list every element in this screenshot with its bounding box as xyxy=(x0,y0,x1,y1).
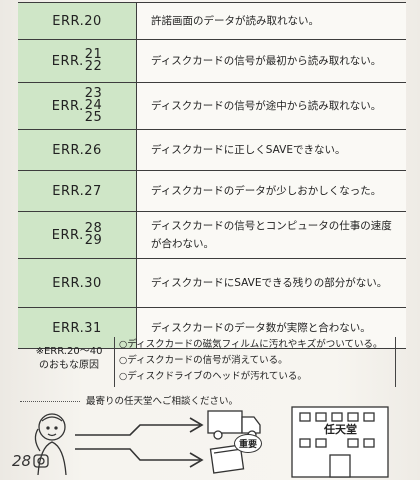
error-description-cell: ディスクカードにSAVEできる残りの部分がない。 xyxy=(137,259,406,307)
error-description: ディスクカードの信号が途中から読み取れない。 xyxy=(151,100,382,112)
error-code-number: 29 xyxy=(84,233,103,248)
error-description-cell: ディスクカードの信号とコンピュータの仕事の速度が合わない。 xyxy=(137,212,406,258)
error-code-cell: ERR. 23 24 25 xyxy=(18,83,137,129)
error-code-cell: ERR.31 xyxy=(18,308,137,348)
error-code-group: ERR. 23 24 25 xyxy=(51,86,103,125)
page-number: 28 xyxy=(12,452,32,470)
table-row: ERR.30 ディスクカードにSAVEできる残りの部分がない。 xyxy=(18,259,406,308)
error-description: ディスクカードの信号が最初から読み取れない。 xyxy=(151,55,382,67)
error-code: ERR.20 xyxy=(52,13,102,29)
error-code-cell: ERR.20 xyxy=(18,3,137,39)
error-code: ERR.27 xyxy=(52,183,102,199)
error-code-prefix: ERR. xyxy=(51,53,84,69)
table-row: ERR.31 ディスクカードのデータ数が実際と合わない。 xyxy=(18,308,406,349)
dotted-leader xyxy=(20,401,80,402)
consult-illustration xyxy=(33,406,389,478)
error-code-number: 21 xyxy=(84,47,103,62)
error-code-cell: ERR.30 xyxy=(18,259,137,307)
error-description: ディスクカードのデータが少しおかしくなった。 xyxy=(151,185,382,197)
error-code-prefix: ERR. xyxy=(51,98,84,114)
table-row: ERR.27 ディスクカードのデータが少しおかしくなった。 xyxy=(18,171,406,212)
error-code-number: 22 xyxy=(84,59,103,74)
table-row: ERR.20 許諾画面のデータが読み取れない。 xyxy=(18,2,406,40)
error-description-cell: ディスクカードの信号が途中から読み取れない。 xyxy=(137,83,406,129)
table-row: ERR. 23 24 25 ディスクカードの信号が途中から読み取れない。 xyxy=(18,83,406,130)
list-item: ○ディスクカードの磁気フィルムに汚れやキズがついている。 xyxy=(119,339,383,350)
error-description: ディスクカードのデータ数が実際と合わない。 xyxy=(151,322,371,334)
error-code-cell: ERR. 28 29 xyxy=(18,212,137,258)
causes-heading-line: ※ERR.20〜40 xyxy=(35,346,103,357)
error-code-number: 24 xyxy=(84,98,103,113)
error-description-cell: ディスクカードのデータ数が実際と合わない。 xyxy=(137,308,406,348)
table-row: ERR. 28 29 ディスクカードの信号とコンピュータの仕事の速度が合わない。 xyxy=(18,212,406,259)
error-description-cell: ディスクカードに正しくSAVEできない。 xyxy=(137,130,406,170)
store-name: 任天堂 xyxy=(324,423,357,436)
error-description: ディスクカードの信号とコンピュータの仕事の速度が合わない。 xyxy=(151,220,392,250)
error-code-prefix: ERR. xyxy=(51,227,84,243)
table-row: ERR.26 ディスクカードに正しくSAVEできない。 xyxy=(18,130,406,171)
error-description: ディスクカードにSAVEできる残りの部分がない。 xyxy=(151,277,388,289)
important-stamp: 重要 xyxy=(234,434,263,453)
main-causes-section: ※ERR.20〜40 のおもな原因 ○ディスクカードの磁気フィルムに汚れやキズが… xyxy=(30,335,396,387)
error-code: ERR.26 xyxy=(52,142,102,158)
error-description: 許諾画面のデータが読み取れない。 xyxy=(151,15,319,27)
error-code-cell: ERR. 21 22 xyxy=(18,40,137,82)
error-description-cell: ディスクカードの信号が最初から読み取れない。 xyxy=(137,40,406,82)
store-building-icon xyxy=(291,406,389,478)
error-code: ERR.31 xyxy=(52,320,102,336)
error-code-number: 28 xyxy=(84,221,103,236)
error-code-group: ERR. 21 22 xyxy=(51,47,103,74)
error-description: ディスクカードに正しくSAVEできない。 xyxy=(151,144,346,156)
error-code-group: ERR. 28 29 xyxy=(51,221,103,248)
error-code-table: ERR.20 許諾画面のデータが読み取れない。 ERR. 21 22 ディスクカ… xyxy=(18,2,406,349)
causes-heading-line: のおもな原因 xyxy=(39,360,99,371)
error-code-number: 23 xyxy=(84,86,103,101)
causes-list: ○ディスクカードの磁気フィルムに汚れやキズがついている。 ○ディスクカードの信号… xyxy=(114,337,396,387)
causes-heading: ※ERR.20〜40 のおもな原因 xyxy=(30,345,108,373)
error-code: ERR.30 xyxy=(52,275,102,291)
error-code-cell: ERR.26 xyxy=(18,130,137,170)
error-description-cell: ディスクカードのデータが少しおかしくなった。 xyxy=(137,171,406,211)
arrow-icon xyxy=(75,417,204,468)
error-description-cell: 許諾画面のデータが読み取れない。 xyxy=(137,3,406,39)
list-item: ○ディスクドライブのヘッドが汚れている。 xyxy=(119,371,307,382)
person-phone-icon xyxy=(33,413,67,476)
table-row: ERR. 21 22 ディスクカードの信号が最初から読み取れない。 xyxy=(18,40,406,83)
consult-text: 最寄りの任天堂へご相談ください。 xyxy=(86,396,239,407)
list-item: ○ディスクカードの信号が消えている。 xyxy=(119,355,288,366)
error-code-number: 25 xyxy=(84,110,103,125)
error-code-cell: ERR.27 xyxy=(18,171,137,211)
